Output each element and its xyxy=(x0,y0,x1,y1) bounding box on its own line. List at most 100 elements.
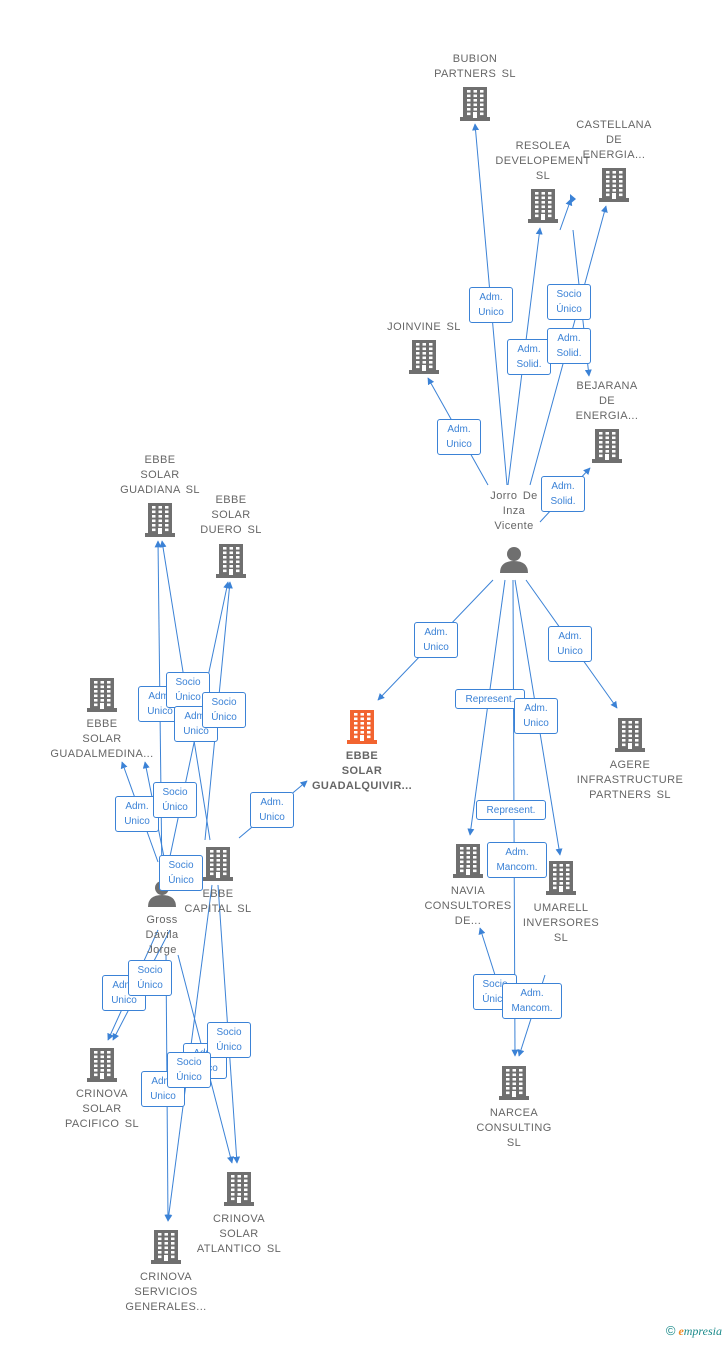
building-icon-navia[interactable] xyxy=(453,844,483,878)
relation-badge[interactable]: Adm.Solid. xyxy=(541,476,585,512)
node-label-line: Inza xyxy=(502,505,526,517)
relation-text: Unico xyxy=(111,995,137,1006)
relation-text: Socio xyxy=(162,787,188,798)
relation-badge[interactable]: Adm.Unico xyxy=(548,626,592,662)
relation-badge[interactable]: Adm.Solid. xyxy=(547,328,591,364)
building-icon-crinova-pacifico[interactable] xyxy=(87,1048,117,1082)
relation-text: Unico xyxy=(523,718,549,729)
relation-text: Adm. xyxy=(524,703,548,714)
node-label-line: Vicente xyxy=(494,520,534,532)
relation-badge[interactable]: Adm. Solid. xyxy=(507,339,551,375)
building-icon-bejarana[interactable] xyxy=(592,429,622,463)
relation-text: Adm. xyxy=(517,344,541,355)
relation-text: Socio xyxy=(168,860,194,871)
node-label-line: ENERGIA... xyxy=(575,410,639,422)
node-label-line: EBBE xyxy=(215,494,247,506)
node-label-line: INVERSORES xyxy=(522,917,600,929)
person-icon-jorro[interactable] xyxy=(500,547,528,573)
relation-badge[interactable]: Adm.Mancom. xyxy=(487,842,547,878)
relation-text: Adm. xyxy=(558,631,582,642)
footer-brand[interactable]: ©empresia xyxy=(666,1323,722,1339)
relation-text: Adm. xyxy=(505,847,529,858)
relation-text: Unico xyxy=(259,812,285,823)
building-icon-joinvine[interactable] xyxy=(409,340,439,374)
relation-text: Solid. xyxy=(556,348,582,359)
building-icon-crinova-atlantico[interactable] xyxy=(224,1172,254,1206)
node-label-line: CRINOVA xyxy=(75,1088,129,1100)
building-icon-ebbe-guadalmedina[interactable] xyxy=(87,678,117,712)
building-icon-ebbe-guadalquivir[interactable] xyxy=(347,710,377,744)
relation-badge[interactable]: Represent. xyxy=(476,800,546,820)
relation-text: Socio xyxy=(137,965,163,976)
node-label-line: CRINOVA xyxy=(212,1213,266,1225)
building-icon-bubion[interactable] xyxy=(460,87,490,121)
building-icon-resolea[interactable] xyxy=(528,189,558,223)
edge-line xyxy=(559,198,573,231)
building-icon-castellana[interactable] xyxy=(599,168,629,202)
relation-badge[interactable]: Adm.Unico xyxy=(469,287,513,323)
relation-text: Represent. xyxy=(486,805,536,816)
node-label-joinvine[interactable]: JOINVINE SL xyxy=(354,320,494,335)
building-icon-narcea[interactable] xyxy=(499,1066,529,1100)
relation-text: Único xyxy=(482,994,508,1005)
relation-badge[interactable]: Adm. Unico xyxy=(514,698,558,734)
relation-text: Unico xyxy=(147,706,173,717)
node-label-line: NARCEA xyxy=(489,1107,539,1119)
node-label-line: SL xyxy=(553,932,569,944)
node-label-line: PACIFICO SL xyxy=(64,1118,140,1130)
node-label-line: CONSULTING xyxy=(476,1122,552,1134)
node-label-line: CASTELLANA xyxy=(576,119,652,131)
relation-badge[interactable]: Adm.Unico xyxy=(414,622,458,658)
relation-text: Único xyxy=(175,692,201,703)
building-icon-ebbe-guadiana[interactable] xyxy=(145,503,175,537)
node-label-line: PARTNERS SL xyxy=(434,68,516,80)
relation-badge[interactable]: Adm.Mancom. xyxy=(502,983,562,1019)
relation-text: Adm. xyxy=(424,627,448,638)
relation-text: Unico xyxy=(183,726,209,737)
relation-badge[interactable]: Adm.Unico xyxy=(437,419,481,455)
node-label-line: ATLANTICO SL xyxy=(196,1243,282,1255)
relation-badge[interactable]: Represent. xyxy=(455,689,525,709)
relation-text: Solid. xyxy=(516,359,542,370)
building-icon-agere[interactable] xyxy=(615,718,645,752)
relation-text: Mancom. xyxy=(511,1003,553,1014)
node-label-line: SOLAR xyxy=(211,509,251,521)
relation-text: Adm. xyxy=(551,481,575,492)
relation-badge[interactable]: Adm.Unico xyxy=(250,792,294,828)
building-icon-umarell[interactable] xyxy=(546,861,576,895)
node-label-line: DEVELOPEMENT xyxy=(495,155,591,167)
node-label-line: ENERGIA... xyxy=(582,149,646,161)
relation-text: Unico xyxy=(478,307,504,318)
building-icon-crinova-servicios[interactable] xyxy=(151,1230,181,1264)
node-label-line: RESOLEA xyxy=(515,140,571,152)
relation-badge[interactable]: Adm.Unico xyxy=(115,796,159,832)
building-icon-ebbe-capital[interactable] xyxy=(203,847,233,881)
building-icon-ebbe-duero[interactable] xyxy=(216,544,246,578)
